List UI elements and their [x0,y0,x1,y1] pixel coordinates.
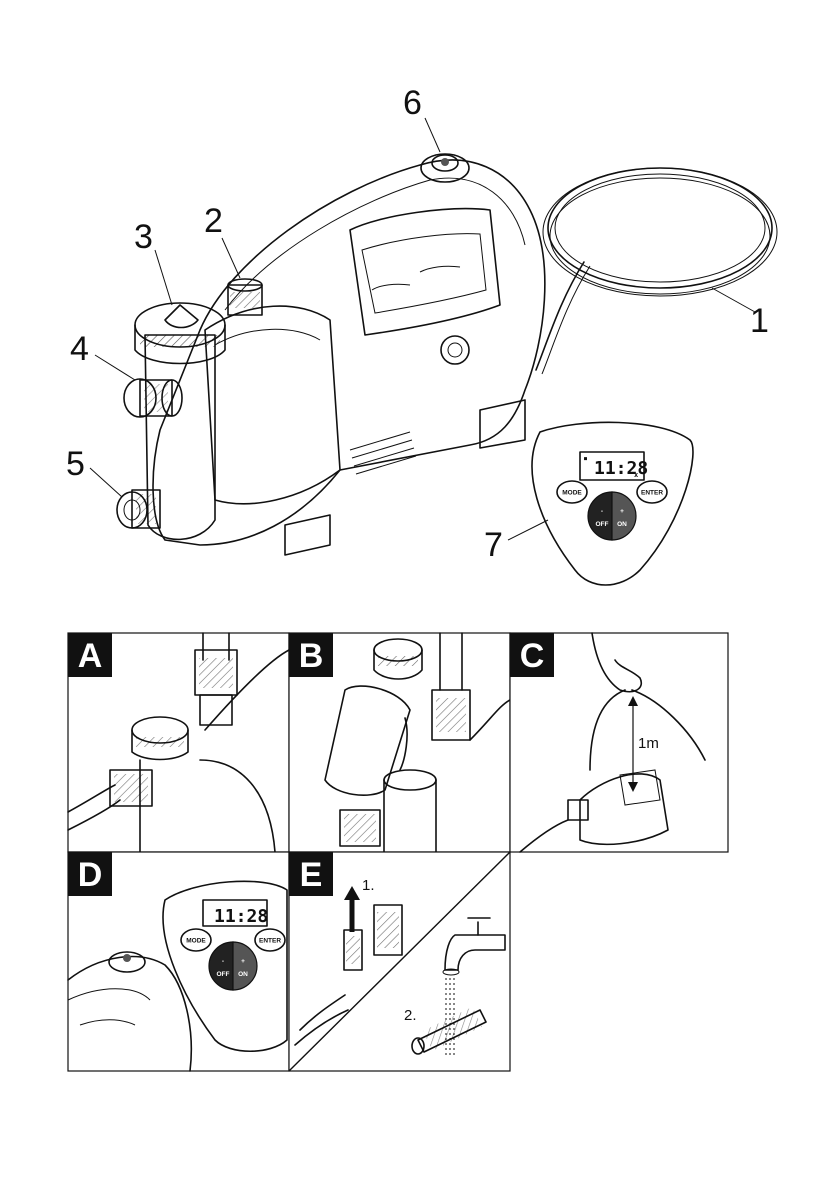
mode-button-label: MODE [562,490,582,497]
pump-overview: ■ 11:28 x MODE ENTER - OFF + ON [66,84,778,586]
panel-e-letter: E [300,856,323,894]
control-panel: ■ 11:28 x MODE ENTER - OFF + ON [531,421,694,586]
enter-button [636,480,668,504]
lcd-unit-mark: x [634,471,639,479]
panel-b-letter: B [299,637,324,675]
callout-3: 3 [134,218,153,256]
off-button [587,491,613,541]
panel-a: A [67,632,290,853]
lcd-display-value: 11:28 [594,458,648,479]
panel-d-enter-label: ENTER [259,938,281,945]
panel-c-letter: C [520,637,545,675]
callout-2: 2 [204,202,223,240]
callout-6: 6 [403,84,422,122]
callout-7: 7 [484,526,503,564]
plus-symbol: + [620,508,624,515]
suction-connector [116,489,161,529]
step-1-label: 1. [362,877,375,894]
pressure-outlet [227,278,263,316]
lcd-indicator: ■ [584,456,587,462]
minus-symbol: - [601,508,603,515]
panel-d-letter: D [78,856,103,894]
panel-b: B [288,632,511,853]
callout-4: 4 [70,330,89,368]
pump-body [144,159,546,556]
power-cable-coil [535,167,778,375]
callout-5: 5 [66,445,85,483]
panel-d-mode-label: MODE [186,938,206,945]
panel-d-off: OFF [217,971,230,978]
top-indicator [420,153,470,183]
off-label: OFF [596,521,609,528]
vent-slots [349,431,417,475]
callout-1: 1 [750,302,769,340]
filter-cap [134,302,226,365]
side-connector [123,378,183,418]
mode-button [556,480,588,504]
panel-d-plus: + [241,958,245,965]
enter-button-label: ENTER [641,490,663,497]
on-button [611,491,637,541]
on-label: ON [617,521,627,528]
panel-a-letter: A [78,637,103,675]
leader-lines [89,117,756,541]
height-label: 1m [638,735,659,752]
panel-d-on: ON [238,971,248,978]
panel-e: E 1. 2. [288,851,511,1072]
panel-c: C 1m [509,632,729,853]
panel-d-minus: - [222,958,224,965]
step-2-label: 2. [404,1007,417,1024]
panel-d: D 11:28 MODE ENTER - OFF + ON [67,851,290,1072]
panel-d-lcd-value: 11:28 [214,906,268,927]
